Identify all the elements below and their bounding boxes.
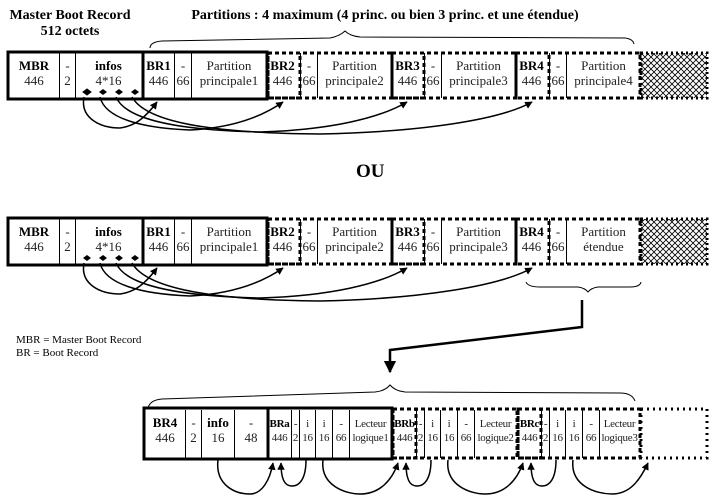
- row2-p1-border: [141, 216, 269, 267]
- row3-logical2-border: [391, 407, 519, 460]
- row1-cell-br2-gap: -66: [300, 53, 317, 98]
- row1-br2-border: [266, 51, 302, 100]
- row3-logical3-border: [516, 407, 642, 460]
- row3-cell-bra-gap: -2: [291, 410, 299, 458]
- row1-br3-border: [390, 51, 426, 100]
- mbr-title-line2: 512 octets: [40, 24, 100, 39]
- row3-graphics: [142, 406, 709, 495]
- row3-cell-brc-gap: -2: [541, 410, 549, 458]
- row2-ext-border: [514, 217, 642, 266]
- row1-cell-br3-gap: -66: [424, 53, 441, 98]
- row2-br4-border: [514, 217, 551, 266]
- row1-graphics: [6, 30, 709, 135]
- row3-cell-sep48: -48: [234, 410, 267, 458]
- row2-cell-br3-gap: -66: [424, 219, 441, 264]
- row2-p3-border: [390, 217, 518, 266]
- row3-top-brace: [147, 384, 636, 409]
- row2-br3-border: [390, 217, 426, 266]
- row3-cell-brc-66: -66: [582, 410, 599, 458]
- row3-free-space: [639, 407, 709, 460]
- row2-br2-border: [266, 217, 302, 266]
- row3-cell-brb-gap: -2: [416, 410, 424, 458]
- legend: MBR = Master Boot Record BR = Boot Recor…: [16, 334, 141, 360]
- extended-detail-connector: [383, 300, 584, 374]
- legend-br: BR = Boot Record: [16, 347, 99, 359]
- row2-graphics: [6, 216, 709, 409]
- row1-p3-border: [390, 51, 518, 100]
- row1-diamond-icons: [82, 88, 139, 96]
- row2-extended-brace: [525, 281, 642, 293]
- row2-cell-br2-gap: -66: [300, 219, 317, 264]
- row2-p2-border: [266, 217, 394, 266]
- row1-p2-border: [266, 51, 394, 100]
- row3-brc-border: [516, 407, 543, 460]
- row2-cell-sep2: -2: [59, 219, 75, 264]
- row1-free-space: [639, 51, 709, 100]
- row3-logical1-border: [266, 406, 394, 461]
- partitions-title: Partitions : 4 maximum (4 princ. ou bien…: [191, 8, 579, 23]
- row2-cell-br1-gap: -66: [174, 219, 191, 264]
- row3-ebr-border: [142, 406, 270, 461]
- row2-cell-br4-gap: -66: [549, 219, 566, 264]
- row1-top-brace: [149, 30, 635, 49]
- row3-cell-brb-66: -66: [457, 410, 474, 458]
- row1-cell-br1-gap: -66: [174, 53, 191, 98]
- mbr-title-line1: Master Boot Record: [9, 8, 131, 23]
- row3-cell-sep2: -2: [185, 410, 201, 458]
- row1-cell-sep2: -2: [59, 53, 75, 98]
- row3-brb-border: [391, 407, 418, 460]
- row2-pointer-arrows: [82, 262, 533, 302]
- row3-cell-bra-66: -66: [332, 410, 349, 458]
- row3-chain-arrows: [217, 459, 649, 495]
- row1-cell-br4-gap: -66: [549, 53, 566, 98]
- row2-diamond-icons: [83, 255, 139, 261]
- row2-free-space: [639, 217, 709, 266]
- mbr-title: Master Boot Record 512 octets: [0, 8, 140, 40]
- legend-mbr: MBR = Master Boot Record: [16, 334, 142, 346]
- row1-br4-border: [514, 51, 551, 100]
- row1-p4-border: [514, 51, 642, 100]
- separator-ou: OU: [356, 161, 385, 182]
- row1-pointer-arrows: [82, 96, 533, 135]
- row1-p1-border: [141, 50, 269, 101]
